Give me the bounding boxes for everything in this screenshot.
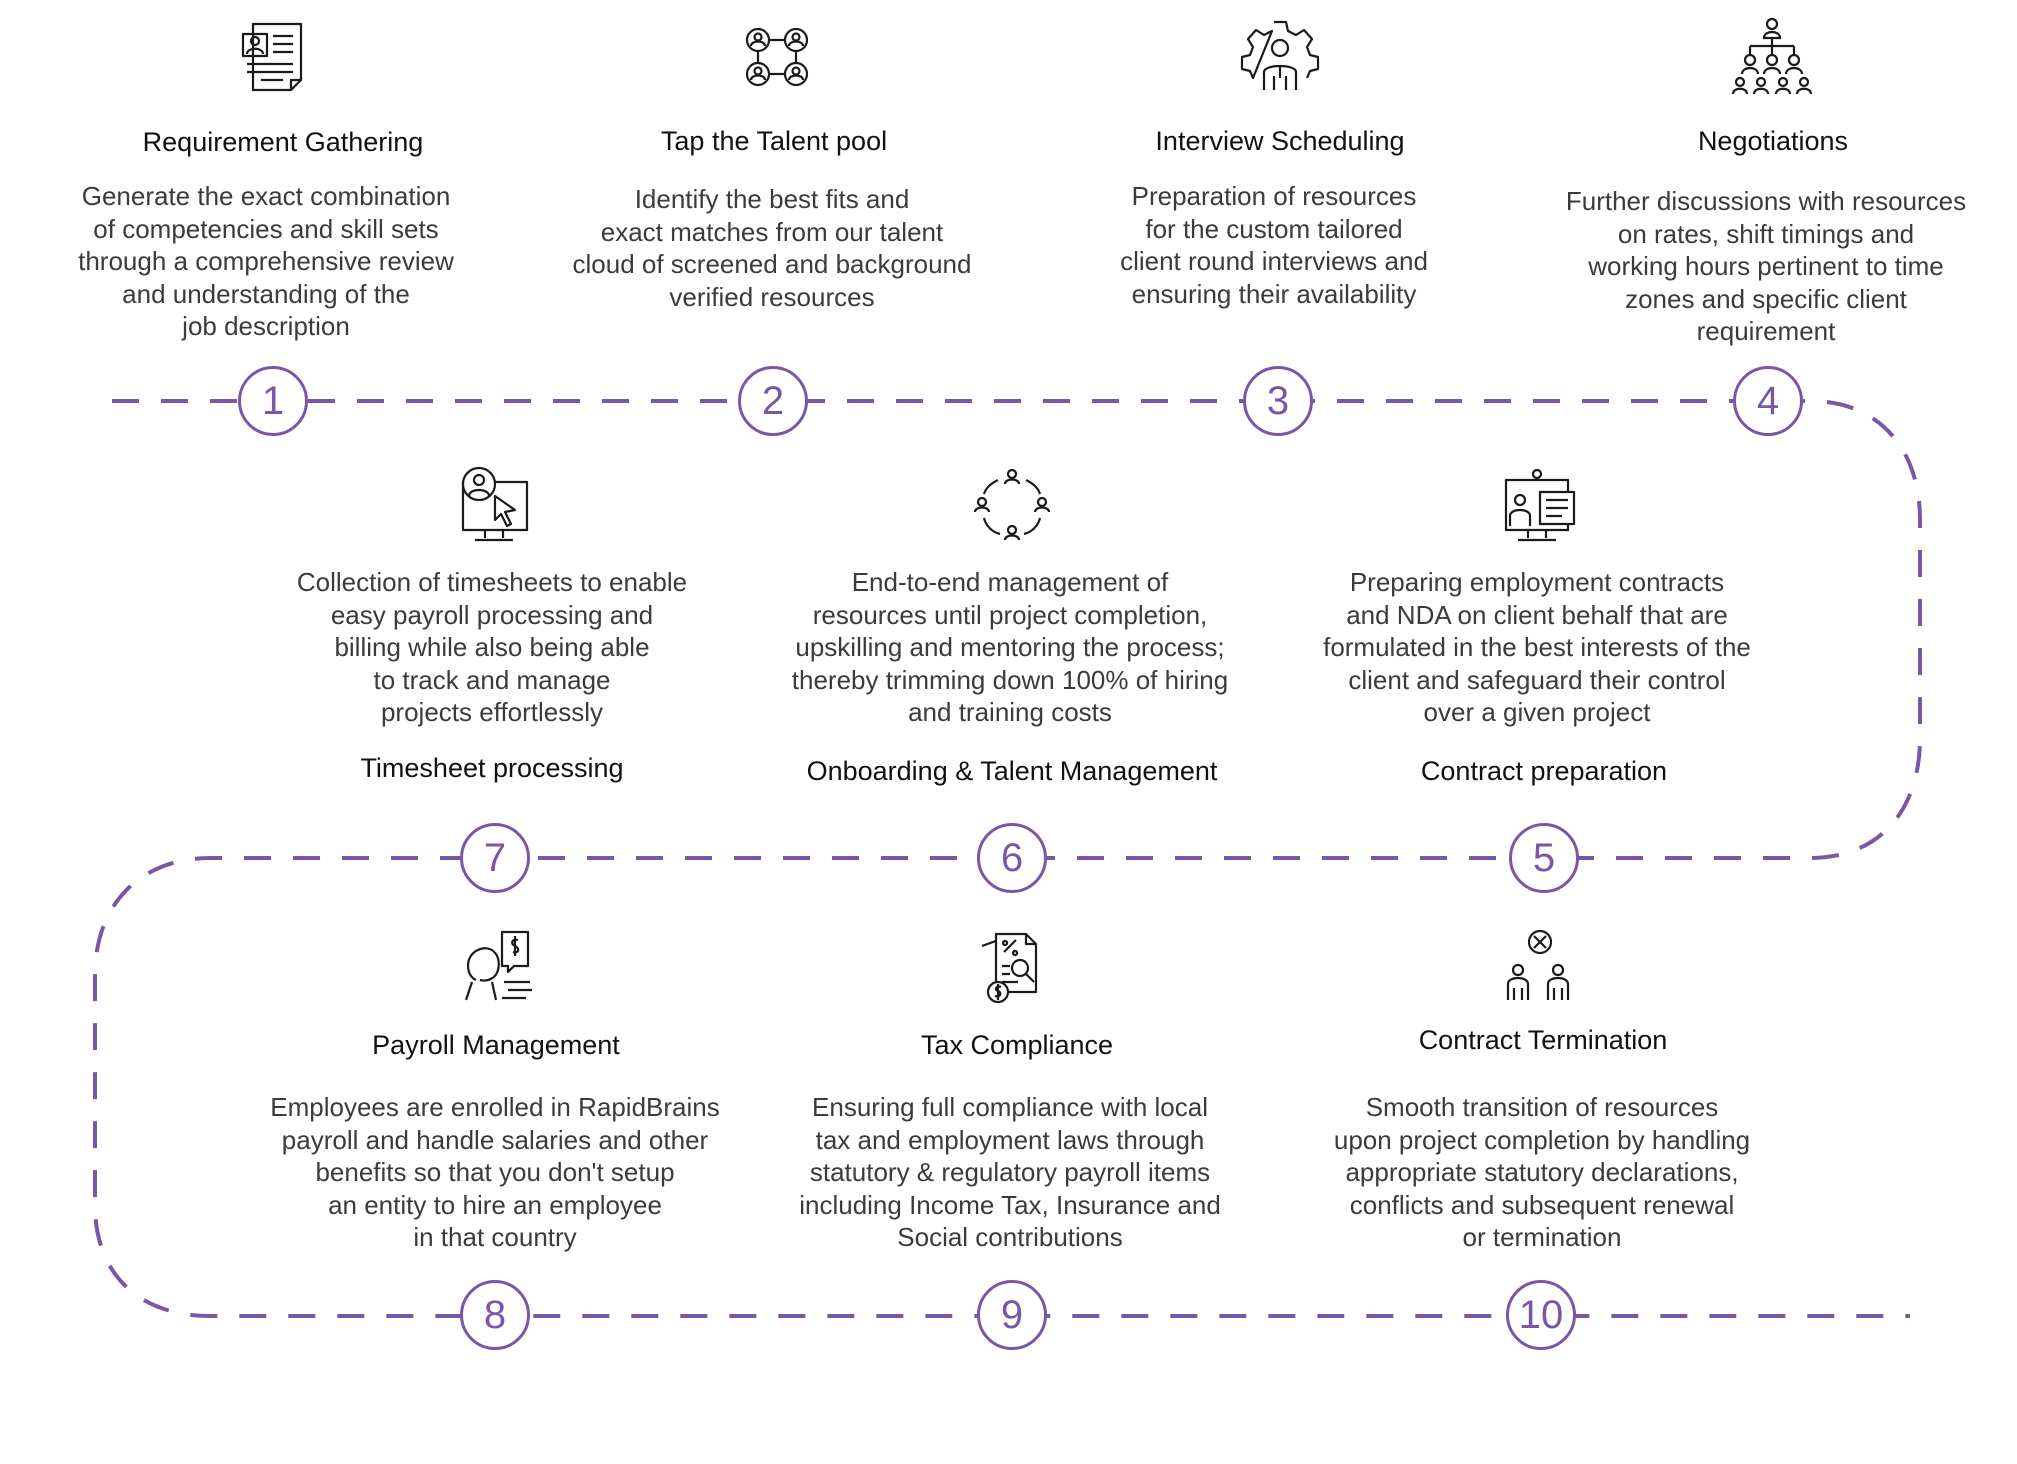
step-9-number: 9 [977, 1280, 1047, 1350]
payroll-person-icon [458, 926, 542, 1010]
team-removal-icon [1498, 926, 1582, 1010]
step-6-number: 6 [977, 823, 1047, 893]
step-10-description: Smooth transition of resources upon proj… [1333, 1092, 1751, 1252]
step-9-title: Tax Compliance [920, 1030, 1114, 1060]
step-1-number: 1 [238, 366, 308, 436]
team-cycle-icon [970, 466, 1054, 550]
step-2-title: Tap the Talent pool [660, 126, 888, 156]
step-3-description: Preparation of resources for the custom … [1120, 181, 1428, 309]
monitor-contract-icon [1498, 466, 1582, 550]
step-4-number: 4 [1733, 366, 1803, 436]
step-3-title: Interview Scheduling [1155, 126, 1405, 156]
step-6-description: End-to-end management of resources until… [791, 567, 1229, 727]
step-2-description: Identify the best fits and exact matches… [572, 184, 972, 312]
monitor-cursor-icon [455, 466, 539, 550]
step-8-title: Payroll Management [372, 1030, 620, 1060]
step-7-title: Timesheet processing [360, 753, 624, 783]
step-1-title: Requirement Gathering [142, 127, 424, 157]
step-10-title: Contract Termination [1418, 1025, 1668, 1055]
step-7-number: 7 [460, 823, 530, 893]
talent-network-icon [735, 14, 819, 98]
step-2-number: 2 [738, 366, 808, 436]
step-6-title: Onboarding & Talent Management [806, 756, 1218, 786]
gear-person-icon [1238, 14, 1322, 98]
step-8-description: Employees are enrolled in RapidBrains pa… [270, 1092, 720, 1252]
step-5-description: Preparing employment contracts and NDA o… [1323, 567, 1751, 727]
step-9-description: Ensuring full compliance with local tax … [799, 1092, 1221, 1252]
step-4-description: Further discussions with resources on ra… [1565, 186, 1967, 346]
step-4-title: Negotiations [1697, 126, 1849, 156]
step-10-number: 10 [1506, 1280, 1576, 1350]
step-5-number: 5 [1509, 823, 1579, 893]
step-7-description: Collection of timesheets to enable easy … [296, 567, 688, 727]
step-5-title: Contract preparation [1420, 756, 1668, 786]
step-1-description: Generate the exact combination of compet… [78, 181, 454, 341]
step-3-number: 3 [1243, 366, 1313, 436]
resume-document-icon [231, 14, 315, 98]
tax-document-icon [974, 926, 1058, 1010]
step-8-number: 8 [460, 1280, 530, 1350]
org-hierarchy-icon [1730, 14, 1814, 98]
